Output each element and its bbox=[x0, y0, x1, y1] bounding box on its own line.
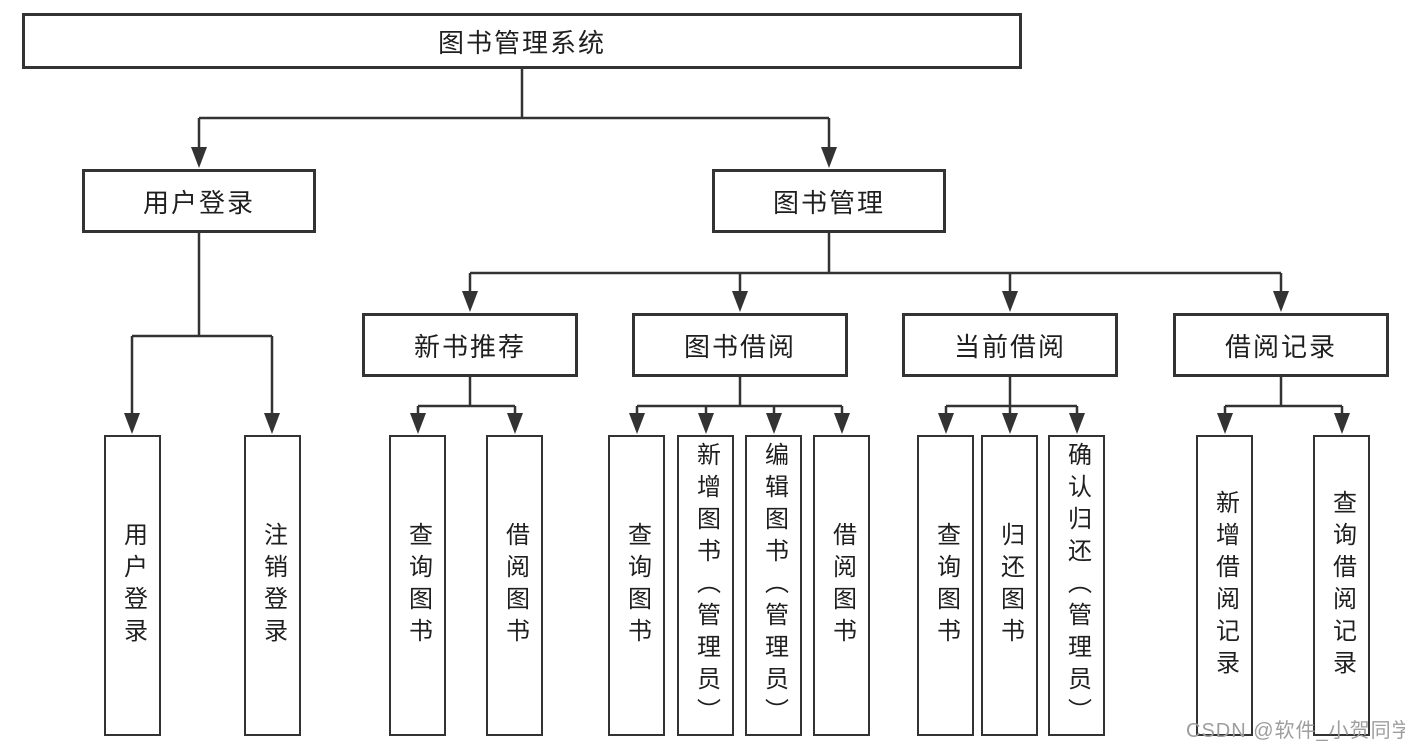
arrowhead-icon bbox=[629, 413, 645, 434]
arrowhead-icon bbox=[264, 413, 280, 434]
arrowhead-icon bbox=[732, 291, 748, 312]
arrowhead-icon bbox=[1334, 413, 1350, 434]
arrowhead-icon bbox=[938, 413, 954, 434]
leaf-query-books-recommend: 查询图书 bbox=[389, 435, 446, 736]
leaf-logout: 注销登录 bbox=[244, 435, 301, 736]
leaf-confirm-return-admin: 确认归还（管理员） bbox=[1048, 435, 1105, 736]
connector-book-management bbox=[462, 233, 1289, 312]
leaf-user-login: 用户登录 bbox=[104, 435, 161, 736]
node-current-borrow: 当前借阅 bbox=[902, 313, 1118, 377]
arrowhead-icon bbox=[1217, 413, 1233, 434]
arrowhead-icon bbox=[507, 413, 523, 434]
arrowhead-icon bbox=[1002, 291, 1018, 312]
node-book-borrow: 图书借阅 bbox=[632, 313, 848, 377]
leaf-add-books-admin: 新增图书（管理员） bbox=[677, 435, 734, 736]
arrowhead-icon bbox=[821, 147, 837, 168]
connector-book-borrow bbox=[629, 377, 850, 434]
arrowhead-icon bbox=[462, 291, 478, 312]
node-user-login: 用户登录 bbox=[82, 169, 316, 233]
arrowhead-icon bbox=[124, 413, 140, 434]
leaf-query-books-current: 查询图书 bbox=[917, 435, 974, 736]
arrowhead-icon bbox=[698, 413, 714, 434]
arrowhead-icon bbox=[1273, 291, 1289, 312]
node-root: 图书管理系统 bbox=[22, 13, 1022, 69]
leaf-borrow-books-recommend: 借阅图书 bbox=[486, 435, 543, 736]
node-new-book-recommend: 新书推荐 bbox=[362, 313, 578, 377]
leaf-query-books-borrow: 查询图书 bbox=[608, 435, 665, 736]
arrowhead-icon bbox=[834, 413, 850, 434]
leaf-borrow-books: 借阅图书 bbox=[813, 435, 870, 736]
arrowhead-icon bbox=[191, 147, 207, 168]
node-book-management: 图书管理 bbox=[712, 169, 946, 233]
connector-current-borrow bbox=[938, 377, 1085, 434]
leaf-return-books: 归还图书 bbox=[981, 435, 1038, 736]
leaf-query-borrow-record: 查询借阅记录 bbox=[1313, 435, 1370, 736]
arrowhead-icon bbox=[766, 413, 782, 434]
arrowhead-icon bbox=[410, 413, 426, 434]
leaf-edit-books-admin: 编辑图书（管理员） bbox=[745, 435, 802, 736]
connector-borrow-records bbox=[1217, 377, 1350, 434]
connector-root bbox=[191, 69, 837, 168]
arrowhead-icon bbox=[1002, 413, 1018, 434]
arrowhead-icon bbox=[1069, 413, 1085, 434]
leaf-add-borrow-record: 新增借阅记录 bbox=[1196, 435, 1253, 736]
connector-new-book bbox=[410, 377, 523, 434]
connector-user-login bbox=[124, 233, 280, 434]
node-borrow-records: 借阅记录 bbox=[1173, 313, 1389, 377]
watermark: CSDN @软件_小贺同学 bbox=[1186, 720, 1405, 742]
